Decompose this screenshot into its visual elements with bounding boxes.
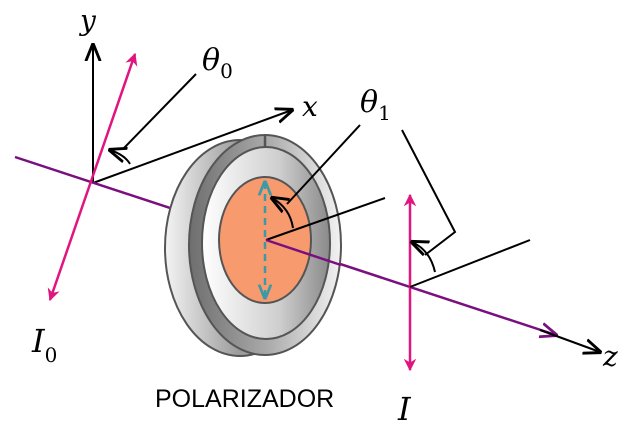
x-axis-label: x: [302, 90, 318, 123]
y-axis-label: y: [78, 4, 97, 37]
transmitted-intensity-label: I: [397, 390, 412, 428]
theta1-arc: [272, 198, 294, 229]
polarizer-label: POLARIZADOR: [155, 385, 334, 413]
z-axis: [539, 329, 600, 352]
polarizer: [164, 134, 342, 357]
theta0-leader: [123, 73, 197, 149]
theta1-output-leader: [401, 129, 457, 256]
theta1-label: θ1: [360, 85, 391, 125]
z-axis-label: z: [602, 340, 618, 373]
incident-intensity-label: I0: [31, 322, 57, 367]
output-reference-line: [409, 239, 531, 288]
theta0-label: θ0: [202, 43, 233, 83]
theta1-leader: [286, 124, 361, 205]
theta0-arc: [110, 150, 131, 165]
beam-behind: [265, 238, 342, 267]
incident-polarization-arrow: [47, 52, 138, 302]
theta1-output-arc: [412, 242, 436, 273]
polarizer-reference-line: [265, 197, 386, 241]
